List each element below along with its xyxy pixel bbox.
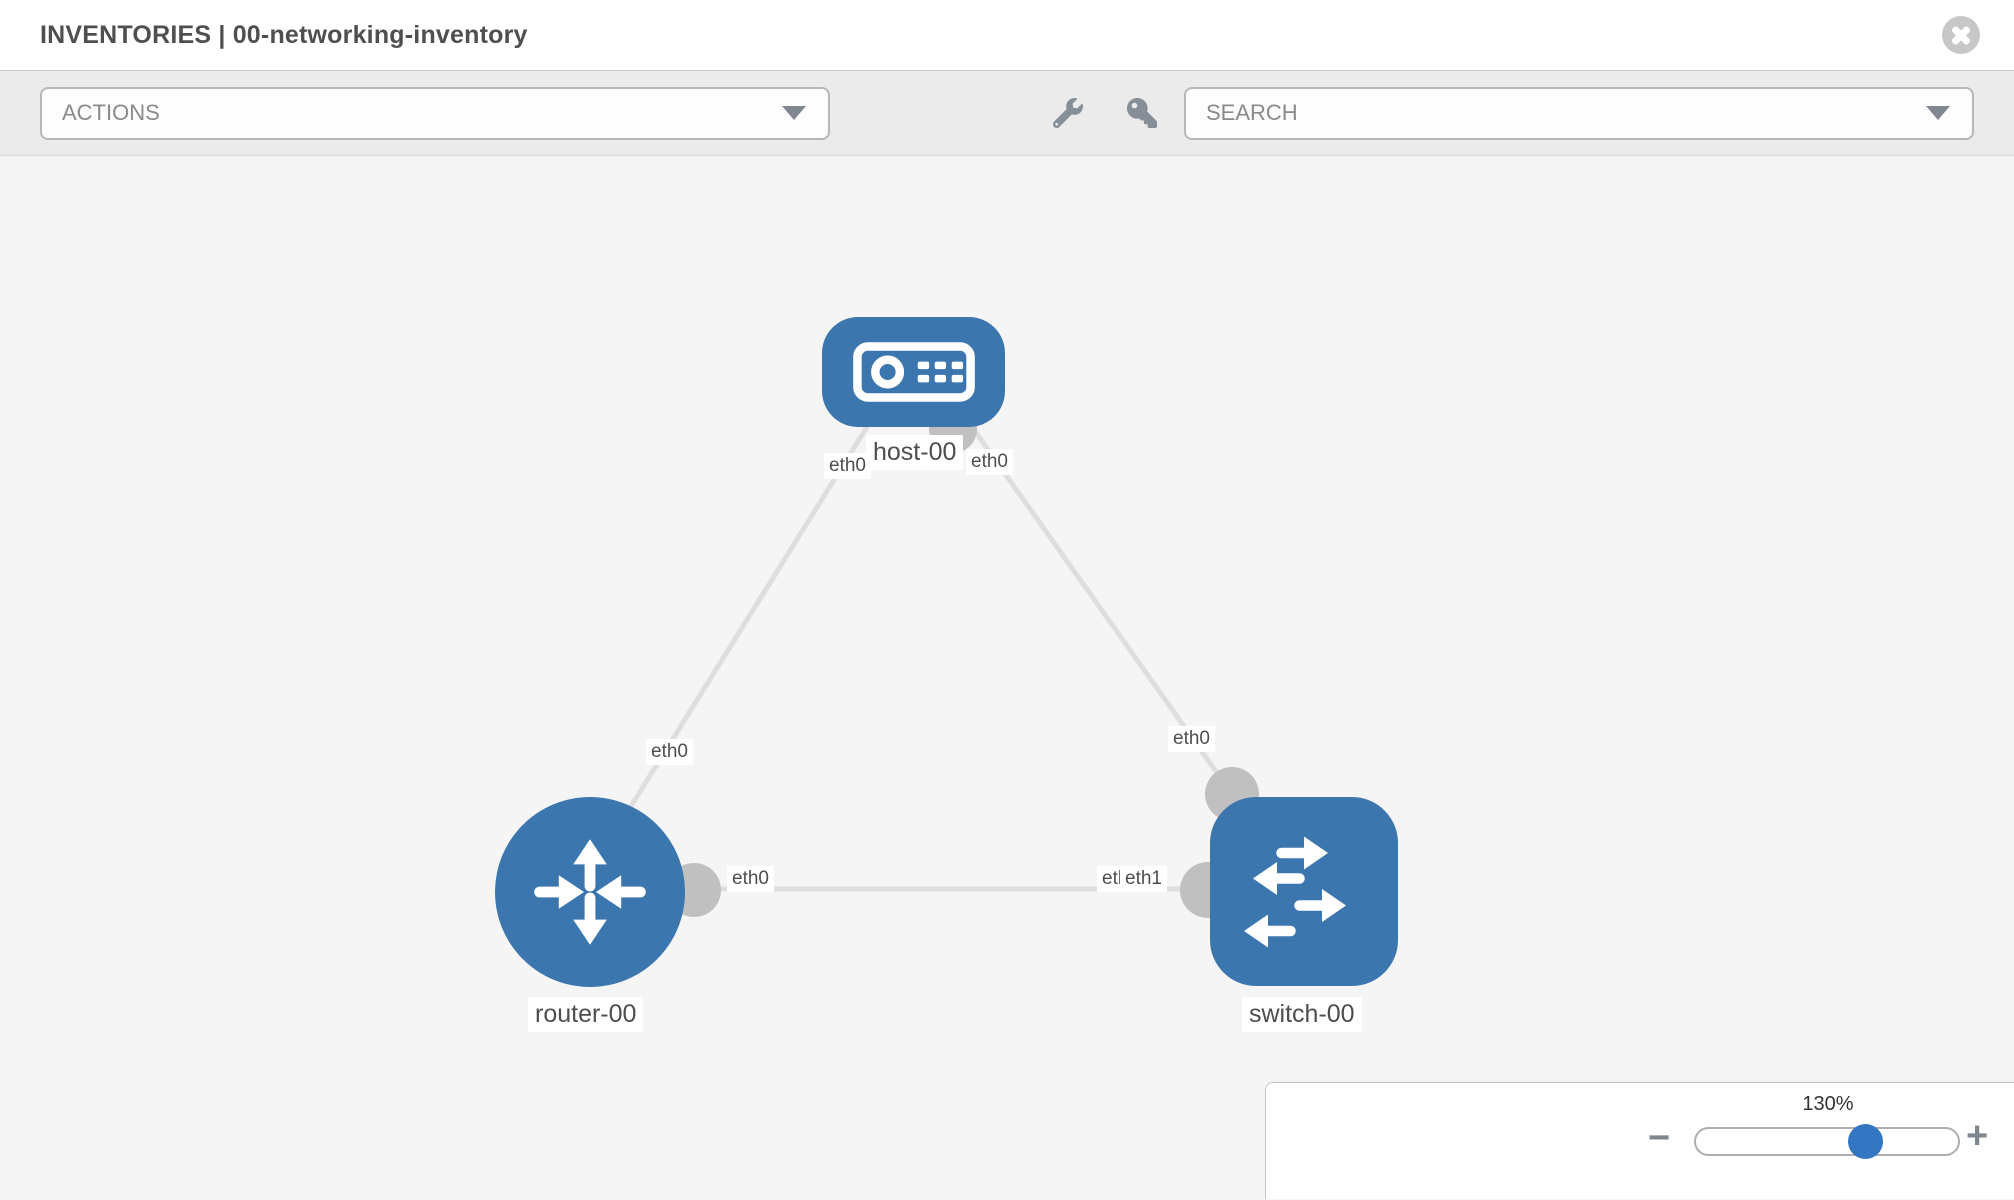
node-label-router-00: router-00 — [528, 997, 644, 1033]
toolbar: ACTIONS SEARCH — [0, 71, 2014, 156]
interface-label-router-eth0-uplink: eth0 — [646, 739, 693, 765]
node-router-00[interactable] — [495, 797, 685, 987]
key-icon[interactable] — [1126, 97, 1158, 129]
zoom-panel: 130% − + — [1265, 1082, 2014, 1199]
interface-label-switch-eth0-uplink: eth0 — [1168, 726, 1215, 752]
router-arrows-icon — [534, 839, 646, 945]
server-icon — [852, 342, 975, 402]
wrench-icon[interactable] — [1052, 97, 1084, 129]
zoom-slider-thumb[interactable] — [1848, 1124, 1883, 1159]
zoom-in-button[interactable]: + — [1966, 1115, 1989, 1157]
tool-icons — [1052, 97, 1158, 129]
node-label-host-00: host-00 — [866, 435, 964, 471]
interface-label-host-eth0-left: eth0 — [824, 453, 871, 479]
switch-arrows-icon — [1244, 836, 1346, 947]
chevron-down-icon — [782, 106, 806, 120]
interface-label-router-eth0: eth0 — [727, 866, 774, 892]
interface-label-switch-eth1: eth1 — [1120, 866, 1167, 892]
chevron-down-icon — [1926, 106, 1950, 120]
link-host-router[interactable] — [597, 404, 883, 858]
close-icon[interactable] — [1942, 16, 1980, 54]
search-dropdown[interactable]: SEARCH — [1184, 86, 1974, 140]
node-label-switch-00: switch-00 — [1242, 997, 1362, 1033]
zoom-out-button[interactable]: − — [1648, 1117, 1671, 1159]
zoom-level-value: 130% — [1802, 1093, 1854, 1115]
actions-dropdown-label: ACTIONS — [62, 100, 160, 125]
node-switch-00[interactable] — [1210, 797, 1398, 986]
zoom-slider-track[interactable] — [1694, 1127, 1960, 1156]
actions-dropdown[interactable]: ACTIONS — [40, 86, 830, 140]
page-title: INVENTORIES | 00-networking-inventory — [40, 20, 528, 49]
interface-label-host-eth0-right: eth0 — [966, 449, 1013, 475]
node-host-00[interactable] — [822, 317, 1005, 427]
topology-links-layer — [597, 394, 1259, 918]
topology-canvas[interactable]: host-00 router-00 switch-00 eth0 eth0 et… — [0, 156, 2014, 1199]
search-placeholder: SEARCH — [1206, 100, 1298, 125]
breadcrumb-header: INVENTORIES | 00-networking-inventory — [0, 0, 2014, 71]
